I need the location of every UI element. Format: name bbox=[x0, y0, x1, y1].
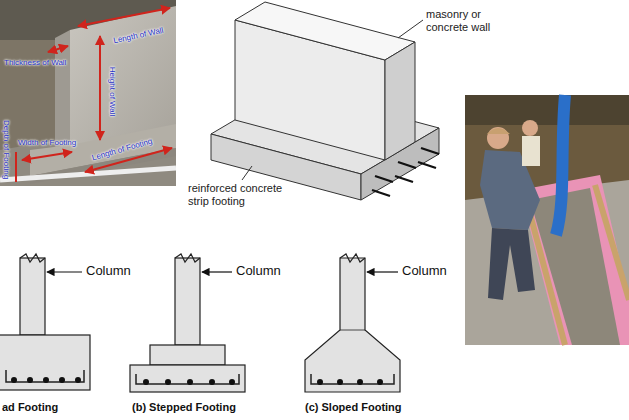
dimension-label: Height of Wall bbox=[108, 67, 117, 117]
figure-caption: ad Footing bbox=[2, 401, 58, 414]
callout-label: Column bbox=[236, 264, 281, 279]
dimension-label: Length of Wall bbox=[112, 26, 164, 46]
figure-caption: (b) Stepped Footing bbox=[132, 401, 236, 414]
dimension-label: Depth of Footing bbox=[2, 120, 11, 179]
dimension-label: Thickness of Wall bbox=[4, 58, 66, 67]
footing-sections bbox=[0, 254, 400, 392]
dimension-label: Length of Footing bbox=[91, 137, 153, 163]
callout-label: Column bbox=[86, 264, 131, 279]
dimension-label: Width of Footing bbox=[18, 138, 76, 147]
wall-photo bbox=[0, 0, 176, 186]
strip-footing-drawing bbox=[211, 2, 439, 200]
part-label: reinforced concrete strip footing bbox=[188, 182, 294, 207]
figure-caption: (c) Sloped Footing bbox=[305, 401, 402, 414]
pouring-photo bbox=[465, 95, 629, 345]
part-label: masonry or concrete wall bbox=[426, 8, 500, 33]
callout-label: Column bbox=[402, 264, 447, 279]
